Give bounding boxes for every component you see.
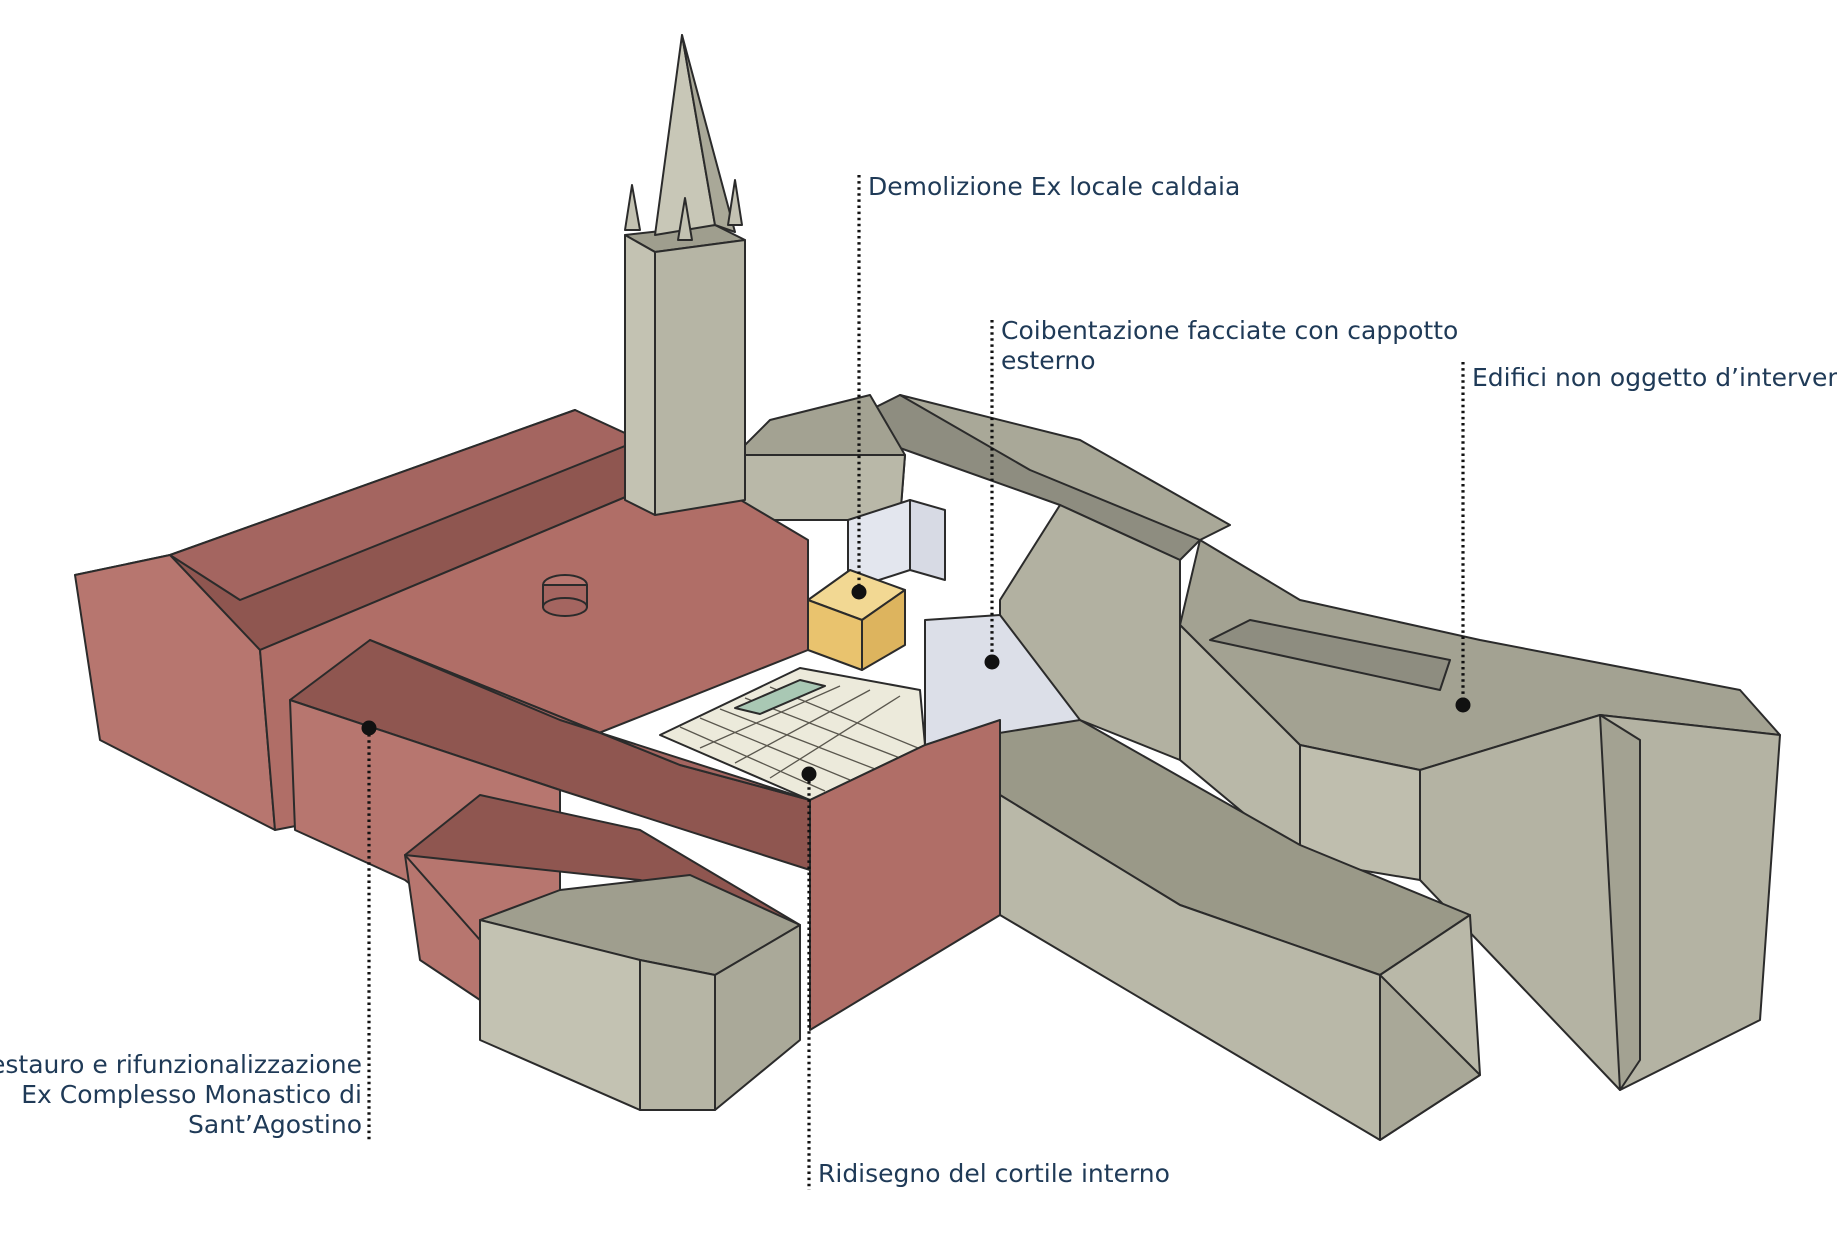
label-restauro-line1: Restauro e rifunzionalizzazione — [0, 1050, 362, 1079]
coibentazione-facciate — [847, 499, 1081, 746]
label-edifici: Edifici non oggetto d’intervento — [1472, 363, 1837, 393]
marker-demolizione — [851, 584, 867, 600]
label-ridisegno: Ridisegno del cortile interno — [818, 1159, 1170, 1189]
marker-edifici — [1455, 697, 1471, 713]
label-edifici-text: Edifici non oggetto d’intervento — [1472, 363, 1837, 392]
marker-ridisegno — [801, 766, 817, 782]
bell-tower — [624, 34, 746, 516]
label-restauro-line2: Ex Complesso Monastico di — [21, 1080, 362, 1109]
marker-restauro — [361, 720, 377, 736]
label-restauro-line3: Sant’Agostino — [188, 1110, 362, 1139]
label-coibentazione: Coibentazione facciate con cappotto este… — [1001, 316, 1458, 376]
label-coibentazione-line1: Coibentazione facciate con cappotto — [1001, 316, 1459, 345]
label-demolizione-text: Demolizione Ex locale caldaia — [868, 172, 1241, 201]
label-demolizione: Demolizione Ex locale caldaia — [868, 172, 1240, 202]
label-restauro: Restauro e rifunzionalizzazione Ex Compl… — [0, 1050, 362, 1140]
marker-coibentazione — [984, 654, 1000, 670]
label-ridisegno-text: Ridisegno del cortile interno — [818, 1159, 1170, 1188]
front-pavilion — [479, 874, 801, 1111]
label-coibentazione-line2: esterno — [1001, 346, 1096, 375]
